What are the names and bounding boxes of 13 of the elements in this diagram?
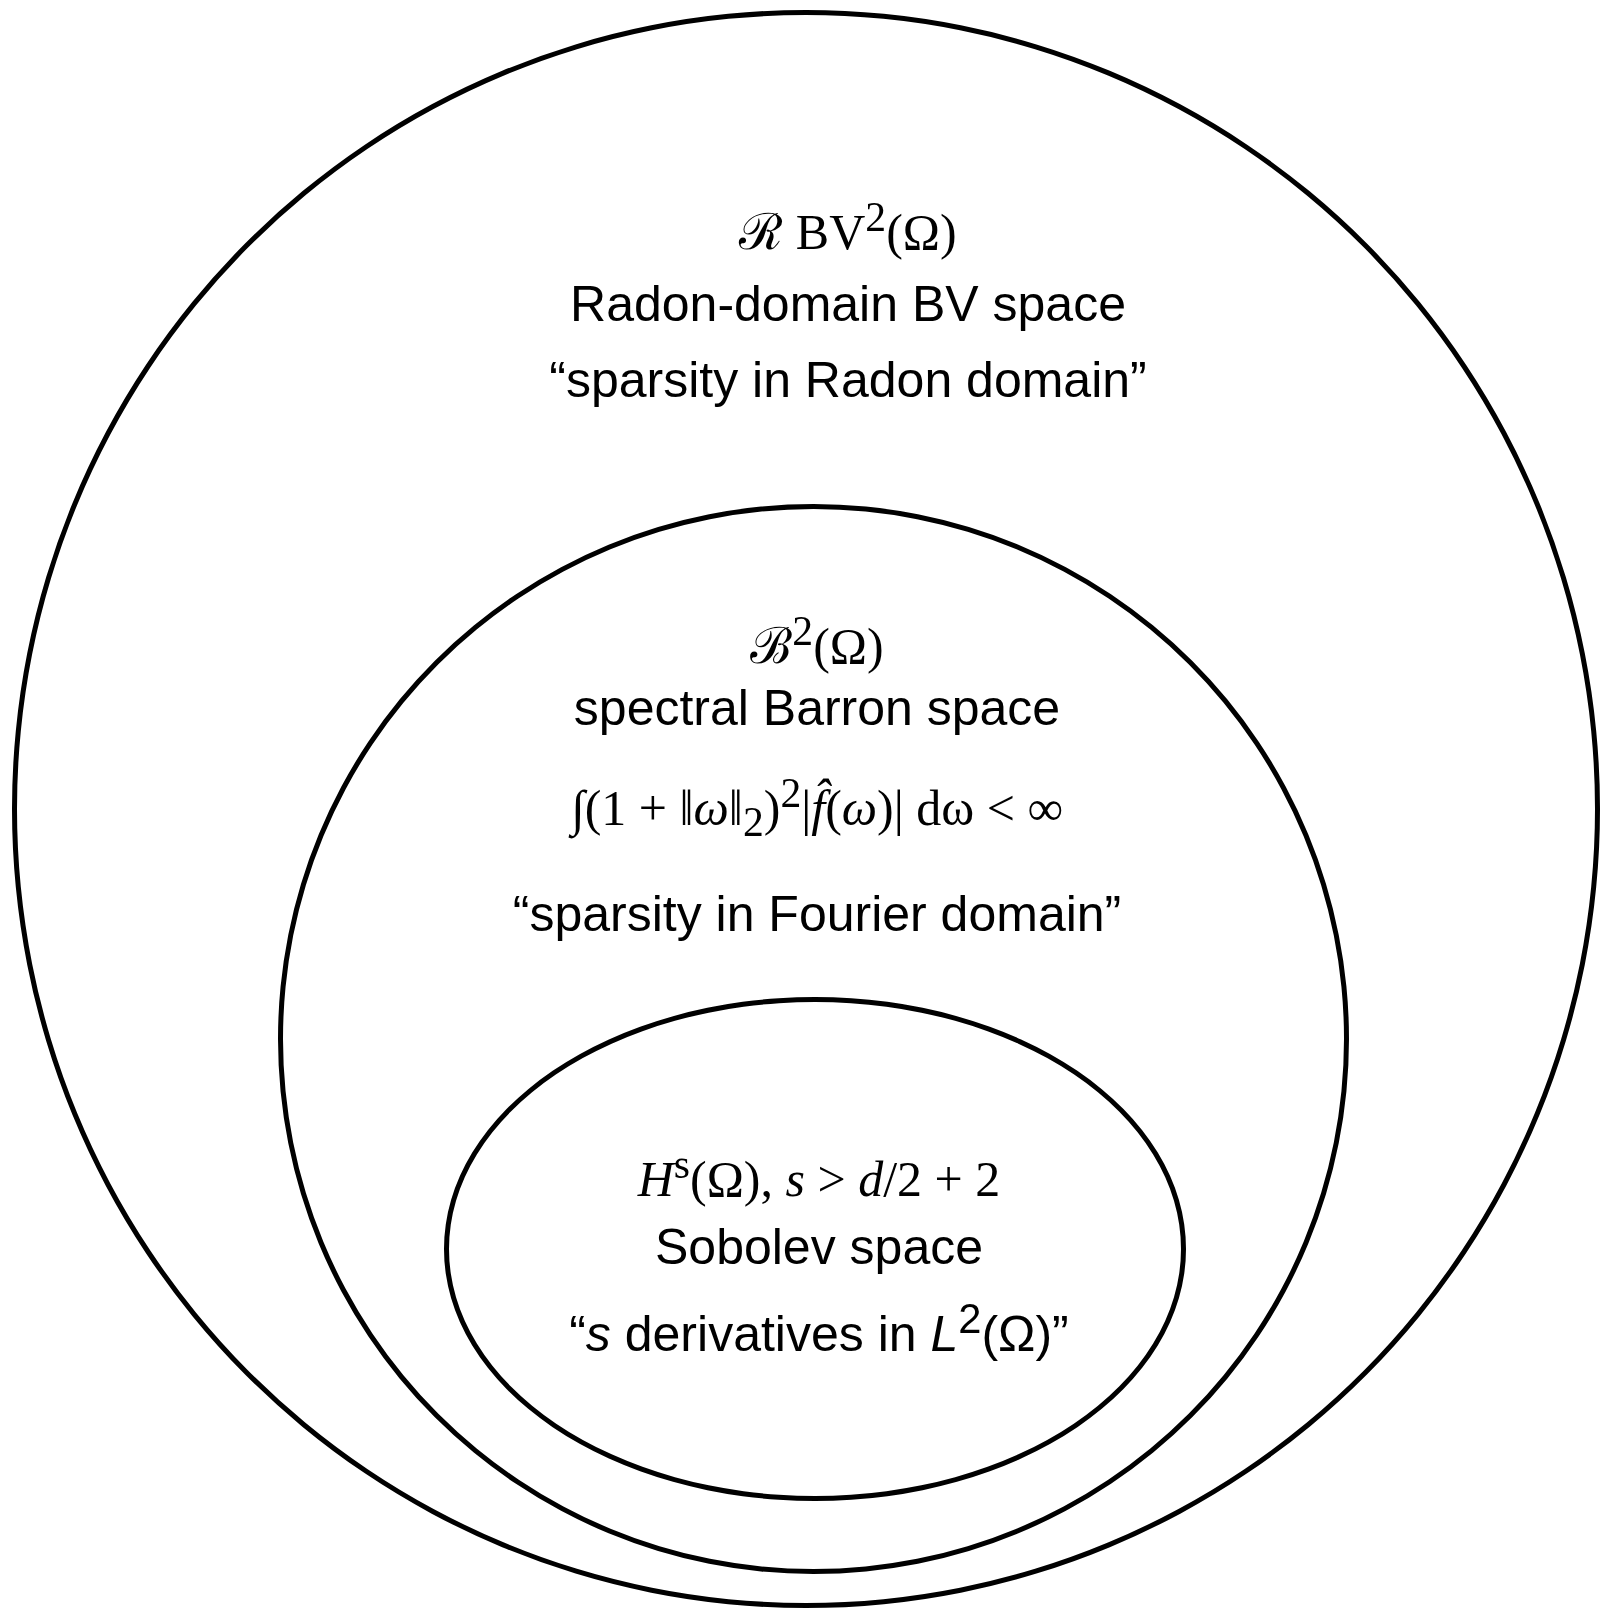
space-name: Sobolev space — [655, 1220, 983, 1275]
set-ellipse — [12, 10, 1600, 1608]
formula: ℛ BV$^{2}$(Ω) — [739, 195, 957, 260]
description-text: “sparsity in Radon domain” — [549, 353, 1147, 408]
space-name: spectral Barron space — [573, 681, 1061, 736]
formula: ℬ$^{2}$(Ω) — [750, 609, 884, 674]
formula: H$^{s}$(Ω), s > d/2 + 2 — [637, 1142, 1001, 1207]
space-name: Radon-domain BV space — [570, 277, 1126, 332]
formula: ∫(1 + ‖ω‖$_{2}$)$^{2}$|f̂(ω)| dω < ∞ — [570, 771, 1064, 846]
set-ellipse — [444, 997, 1186, 1501]
description-text: “sparsity in Fourier domain” — [512, 887, 1122, 942]
description-text: “s derivatives in L$^{2}$(Ω)” — [569, 1296, 1069, 1362]
set-ellipse — [278, 504, 1349, 1574]
